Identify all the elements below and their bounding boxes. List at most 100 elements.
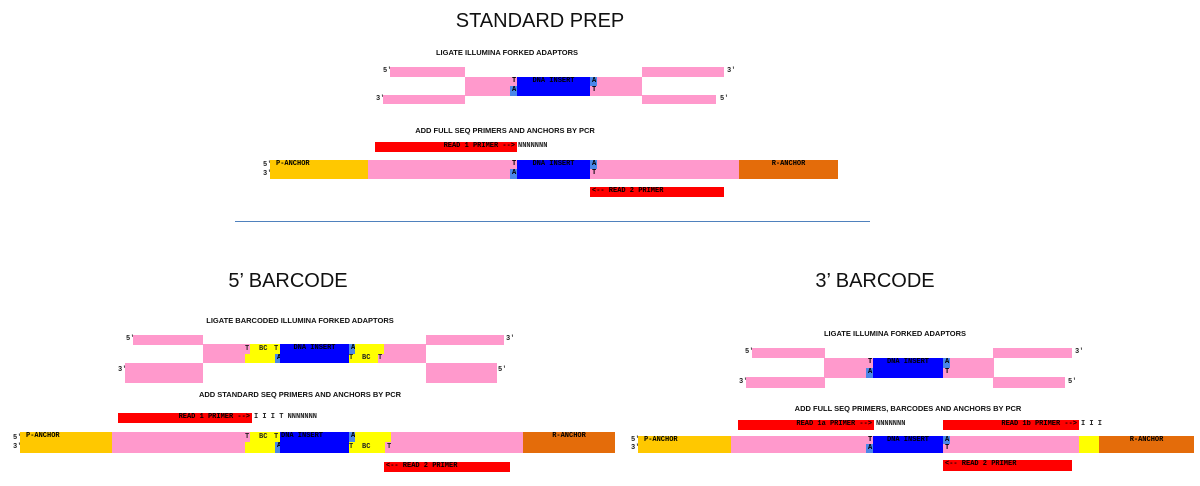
barcode-region [1079, 436, 1099, 453]
a-overhang: A [275, 354, 280, 363]
t-base: T [245, 433, 250, 441]
dna-insert: DNA INSERT [280, 432, 349, 453]
bc5-step2-label: ADD STANDARD SEQ PRIMERS AND ANCHORS BY … [198, 390, 402, 399]
barcode-bottom [245, 442, 275, 453]
bc3-step2-label: ADD FULL SEQ PRIMERS, BARCODES AND ANCHO… [794, 404, 1022, 413]
standard-step1-label: LIGATE ILLUMINA FORKED ADAPTORS [435, 48, 579, 57]
five-prime-label: 5' [383, 67, 392, 75]
a-overhang: A [349, 344, 355, 354]
three-prime-label: 3' [739, 378, 748, 386]
dna-insert: DNA INSERT [280, 344, 349, 363]
standard-prep-title: STANDARD PREP [455, 10, 625, 32]
t-base: T [245, 345, 250, 353]
five-prime-label: 5' [720, 95, 729, 103]
barcode-bottom [349, 442, 385, 453]
a-overhang: A [590, 160, 597, 169]
three-prime-label: 3' [1075, 348, 1084, 356]
five-prime-label: 5' [745, 348, 754, 356]
t-base: T [274, 345, 279, 353]
section-divider [235, 221, 870, 222]
read2-primer: <-- READ 2 PRIMER [943, 460, 1072, 471]
t-overhang: T [943, 368, 950, 378]
adaptor-top-left-strand [752, 348, 825, 358]
t-overhang: T [510, 160, 517, 169]
five-prime-label: 5' [13, 434, 22, 442]
a-overhang: A [866, 444, 873, 453]
a-overhang: A [510, 169, 517, 179]
dna-insert: DNA INSERT [873, 358, 943, 378]
three-prime-label: 3' [263, 170, 272, 178]
t-overhang: T [866, 358, 873, 368]
r-anchor: R-ANCHOR [523, 432, 615, 453]
a-overhang: A [943, 436, 950, 444]
three-prime-label: 3' [631, 444, 640, 452]
a-overhang: A [866, 368, 873, 378]
standard-step2-label: ADD FULL SEQ PRIMERS AND ANCHORS BY PCR [415, 126, 595, 135]
barcode-label: BC [259, 433, 268, 441]
five-prime-label: 5' [498, 366, 507, 374]
read1a-primer: READ 1a PRIMER --> [738, 420, 874, 430]
three-prime-label: 3' [376, 95, 385, 103]
adaptor-top-right-strand [642, 67, 724, 77]
t-base: T [349, 354, 354, 362]
adaptor-bottom-left-strand [746, 377, 825, 388]
three-prime-label: 3' [506, 335, 515, 343]
t-overhang: T [510, 77, 517, 86]
t-base: T [378, 354, 383, 362]
read2-primer: <-- READ 2 PRIMER [590, 187, 724, 197]
adaptor-bottom-right-strand [426, 363, 497, 383]
adaptor-bottom-left-strand [383, 95, 465, 104]
a-overhang: A [275, 442, 280, 453]
t-base: T [387, 443, 392, 451]
r-anchor: R-ANCHOR [1099, 436, 1194, 453]
dna-insert: DNA INSERT [517, 77, 590, 96]
read1-tail: I I I T NNNNNNN [254, 413, 318, 421]
adaptor-top-right-strand [426, 335, 504, 345]
read2-primer: <-- READ 2 PRIMER [384, 462, 510, 472]
p-anchor: P-ANCHOR [270, 160, 368, 179]
adaptor-bottom-right-strand [642, 95, 716, 104]
three-prime-barcode-title: 3’ BARCODE [815, 270, 935, 292]
t-overhang: T [943, 444, 950, 453]
t-overhang: T [866, 436, 873, 444]
three-prime-label: 3' [118, 366, 127, 374]
t-base: T [349, 443, 354, 451]
barcode-top [355, 344, 384, 354]
a-overhang: A [510, 86, 517, 96]
read1-primer: READ 1 PRIMER --> [118, 413, 252, 423]
bc3-step1-label: LIGATE ILLUMINA FORKED ADAPTORS [823, 329, 967, 338]
a-overhang: A [943, 358, 950, 368]
adaptor-bottom-left-strand [125, 363, 203, 383]
barcode-bottom [349, 354, 378, 363]
read1-primer: READ 1 PRIMER --> [375, 142, 517, 152]
five-prime-label: 5' [631, 436, 640, 444]
dna-insert: DNA INSERT [517, 160, 590, 179]
read1-tail: NNNNNNN [518, 142, 548, 150]
p-anchor: P-ANCHOR [638, 436, 731, 453]
barcode-label: BC [259, 345, 268, 353]
barcode-top [250, 432, 280, 442]
barcode-top [355, 432, 391, 442]
five-prime-label: 5' [126, 335, 135, 343]
barcode-label: BC [362, 354, 371, 362]
dna-insert: DNA INSERT [873, 436, 943, 453]
t-overhang: T [590, 169, 597, 179]
read1b-primer: READ 1b PRIMER --> [943, 420, 1079, 430]
adaptor-top-left-strand [390, 67, 465, 77]
t-base: T [274, 433, 279, 441]
five-prime-label: 5' [1068, 378, 1077, 386]
r-anchor: R-ANCHOR [739, 160, 838, 179]
adaptor-top-left-strand [133, 335, 203, 345]
adaptor-bottom-right-strand [993, 377, 1065, 388]
barcode-bottom [245, 354, 275, 363]
five-prime-barcode-title: 5’ BARCODE [228, 270, 348, 292]
a-overhang: A [590, 77, 597, 86]
barcode-label: BC [362, 443, 371, 451]
a-overhang: A [349, 432, 355, 442]
bc5-step1-label: LIGATE BARCODED ILLUMINA FORKED ADAPTORS [206, 316, 394, 325]
t-overhang: T [590, 86, 597, 96]
read1b-tail: I I I [1081, 420, 1103, 428]
adaptor-top-right-strand [993, 348, 1072, 358]
five-prime-label: 5' [263, 161, 272, 169]
